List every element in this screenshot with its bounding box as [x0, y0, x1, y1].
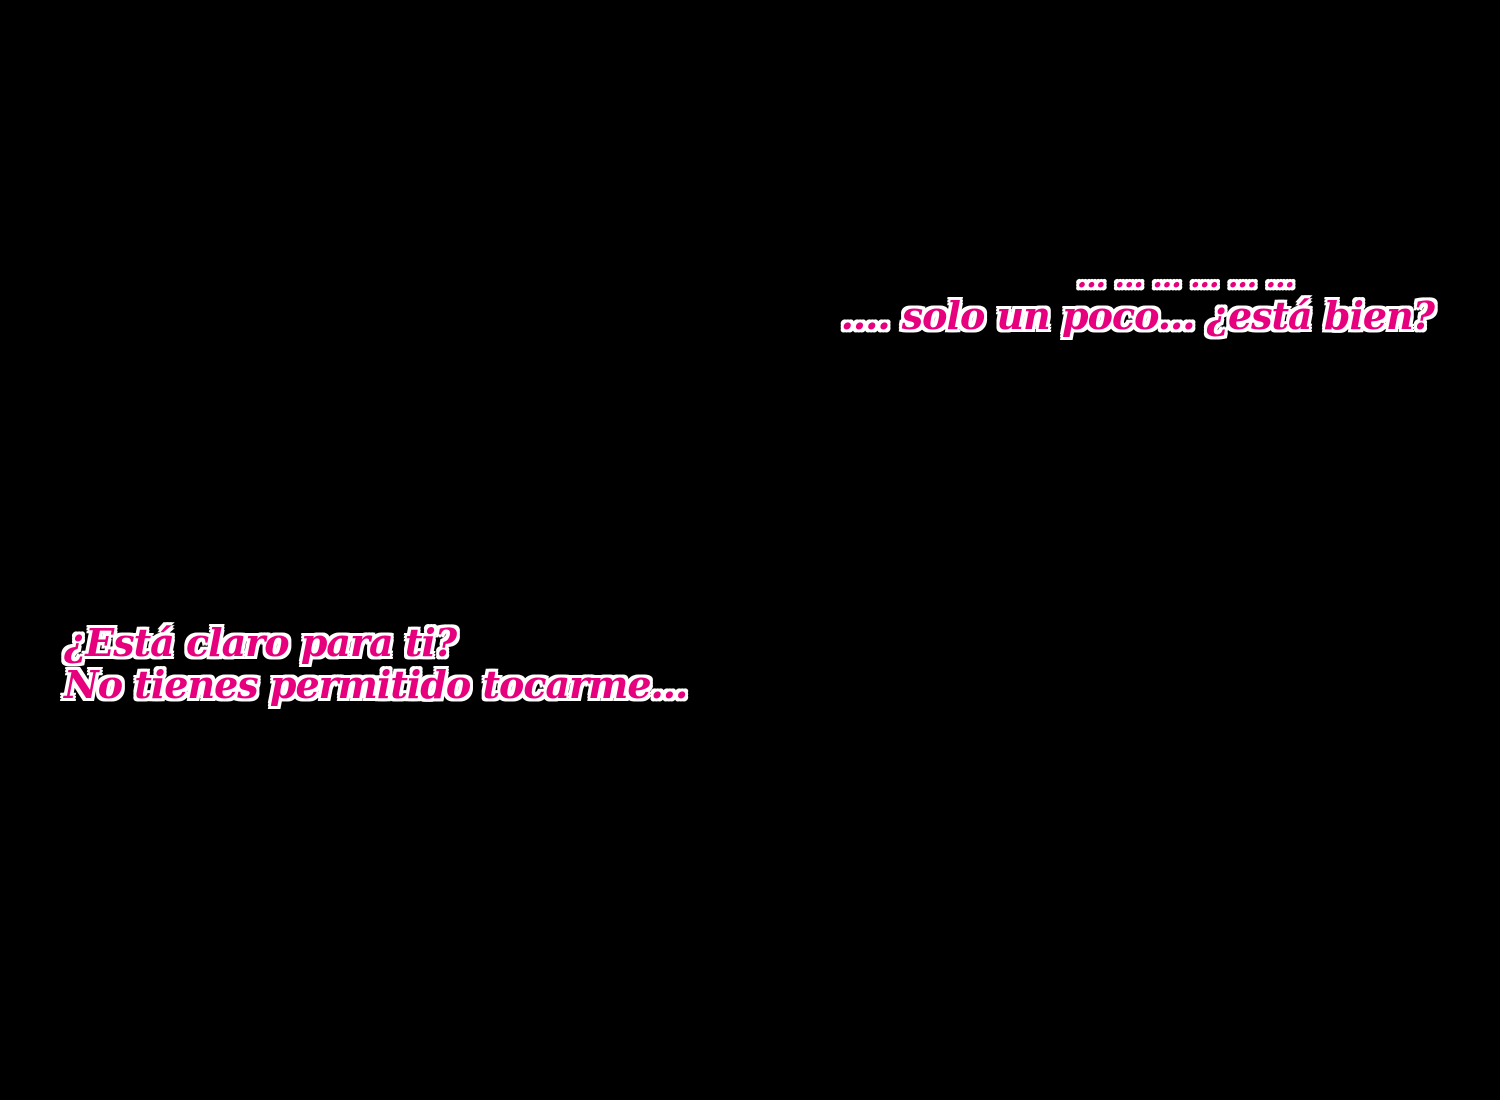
caption-top-main-line: .... solo un poco... ¿está bien?: [840, 293, 1435, 338]
caption-bottom-question-line: ¿Está claro para ti?: [64, 620, 457, 665]
caption-top-ellipsis-line: ... ... ... ... ... ...: [1076, 260, 1295, 295]
caption-bottom: ¿Está claro para ti? No tienes permitido…: [64, 620, 688, 707]
caption-bottom-statement-line: No tienes permitido tocarme...: [64, 662, 688, 707]
caption-top: ... ... ... ... ... ... .... solo un poc…: [840, 260, 1435, 338]
